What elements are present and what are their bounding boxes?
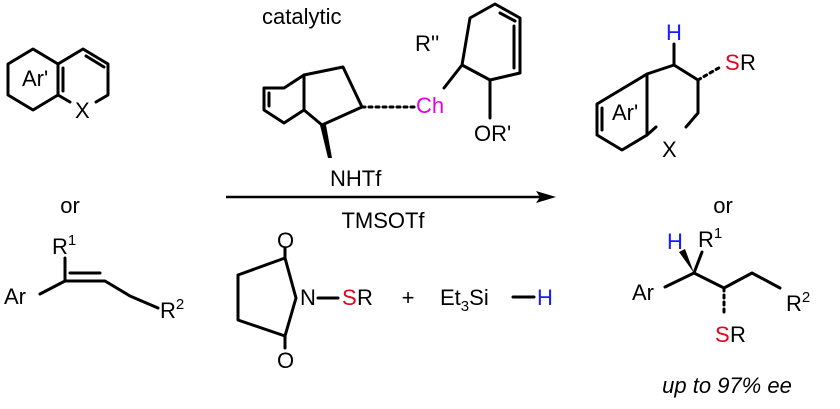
acyclic-sulfur: S — [715, 322, 730, 347]
alkene-substrate: R1 Ar R2 — [4, 232, 184, 323]
oxo-bottom: O — [277, 348, 294, 373]
arrow-below-label: TMSOTf — [341, 208, 425, 233]
chroman-heterocycle — [645, 63, 700, 129]
acyclic-r1: R1 — [698, 225, 722, 252]
alkene-r2: R2 — [160, 296, 184, 323]
chromene-substrate: Ar' X — [6, 47, 110, 123]
acyclic-r2: R2 — [786, 289, 810, 316]
chromene-heterocycle — [56, 47, 110, 104]
acyclic-r: R — [730, 322, 746, 347]
chromene-ring-label: Ar' — [22, 66, 48, 91]
c1-c2-bond — [692, 271, 726, 290]
succinimide-nitrogen: N — [300, 285, 316, 310]
stereo-wedge-bond-h — [679, 249, 694, 273]
stereo-wedge-bond-n — [320, 125, 332, 158]
thio-reagent: O O N S R — [236, 228, 373, 373]
chromene-x-bond — [56, 93, 72, 104]
oxo-top: O — [277, 228, 294, 253]
chroman-hashed-s-bond — [696, 64, 724, 82]
catalyst-ether: OR' — [474, 121, 511, 146]
aryl-ring — [460, 2, 522, 82]
plus-sign: + — [402, 285, 415, 310]
reagent-r: R — [357, 285, 373, 310]
chromene-hetero-atom: X — [75, 98, 90, 123]
acyclic-aryl: Ar — [632, 280, 654, 305]
acyclic-product: H R1 Ar R2 S R — [632, 225, 810, 347]
succinimide-ring — [236, 256, 298, 338]
aryl-ring-inner-top — [498, 11, 517, 23]
catalyst-caption: catalytic — [262, 4, 341, 29]
silane-hydrogen: H — [537, 285, 553, 310]
chroman-r: R — [740, 50, 756, 75]
chroman-hetero-atom: X — [662, 137, 677, 162]
enantioselectivity-note: up to 97% ee — [662, 373, 792, 398]
alkene-r1: R1 — [52, 232, 76, 259]
chroman-hydrogen: H — [666, 20, 682, 45]
catalyst-chalcogen: Ch — [416, 93, 444, 118]
aryl-c1-bond — [663, 271, 696, 289]
substrate-or-label: or — [60, 193, 80, 218]
catalyst-r-double-prime: R'' — [415, 31, 439, 56]
silane-formula: Et3Si — [440, 285, 489, 315]
acyclic-hydrogen: H — [667, 229, 683, 254]
chroman-ring-label: Ar' — [612, 100, 638, 125]
chromene-alkene-inner — [84, 54, 106, 69]
chroman-x-bond — [645, 125, 658, 137]
product-or-label: or — [713, 193, 733, 218]
indane-five-ring — [302, 65, 364, 127]
alkene-chain — [38, 279, 160, 310]
aryl-ch-bond — [442, 63, 464, 90]
alkene-aryl: Ar — [4, 284, 26, 309]
chroman-sulfur: S — [725, 50, 740, 75]
reaction-arrow: TMSOTf — [226, 191, 556, 233]
c1-r1-bond — [692, 250, 704, 275]
catalyst-structure: catalytic R'' Ch OR' NHTf — [262, 2, 522, 191]
arrow-head — [536, 191, 556, 203]
chroman-product: H S R Ar' X — [595, 20, 756, 162]
c2-chain — [722, 271, 782, 290]
silane-reagent: Et3Si H — [440, 285, 553, 315]
reagent-sulfur: S — [342, 285, 357, 310]
catalyst-sulfonamide: NHTf — [330, 166, 382, 191]
